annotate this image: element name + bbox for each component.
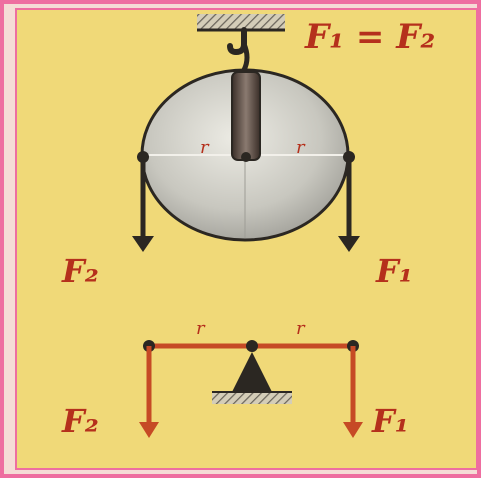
pulley-radius-right-label: r <box>296 137 306 158</box>
pulley-radius-left-label: r <box>200 137 210 158</box>
pulley-force-right-arrow <box>338 157 360 252</box>
pulley-force-right-label: F₁ <box>375 252 413 290</box>
lever-force-right-label: F₁ <box>371 402 409 440</box>
hook-icon <box>227 27 250 72</box>
equation-label: F₁ = F₂ <box>304 17 435 57</box>
fulcrum-icon <box>212 352 292 404</box>
pulley-force-left-label: F₂ <box>61 252 99 290</box>
pulley-bracket <box>231 71 261 162</box>
pulley-force-left-arrow <box>132 157 154 252</box>
lever-pivot-point <box>246 340 258 352</box>
lever-arm-right-label: r <box>296 318 306 339</box>
lever-force-right-arrow <box>343 346 363 438</box>
lever-force-left-label: F₂ <box>61 402 99 440</box>
lever-arm-left-label: r <box>196 318 206 339</box>
lever-force-left-arrow <box>139 346 159 438</box>
ceiling-support <box>197 14 285 32</box>
